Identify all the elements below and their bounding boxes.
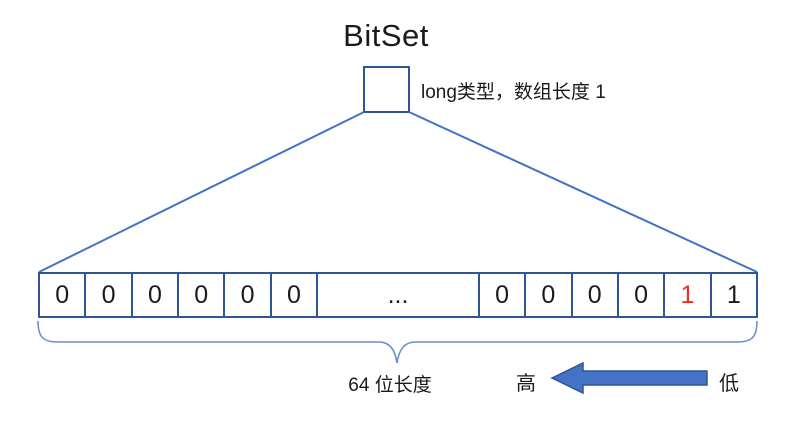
diagram-title: BitSet	[343, 18, 429, 53]
bit-cell: 0	[526, 274, 573, 316]
long-array-box	[363, 66, 410, 113]
bit-cell: 0	[573, 274, 619, 316]
bit-cell: ...	[318, 274, 480, 316]
left-arrow-icon	[550, 361, 708, 395]
expand-line-right	[408, 111, 758, 273]
bit-length-label: 64 位长度	[348, 375, 432, 396]
bit-cell: 0	[133, 274, 180, 316]
expand-line-left	[38, 111, 365, 273]
bit-cell: 0	[40, 274, 87, 316]
bit-cell: 0	[480, 274, 527, 316]
low-order-label: 低	[719, 373, 739, 395]
bit-cell: 0	[225, 274, 272, 316]
bit-cell: 1	[726, 280, 741, 309]
bit-cell: 0	[619, 274, 666, 316]
bit-cell: 0	[272, 274, 319, 316]
high-order-label: 高	[516, 373, 536, 395]
long-array-label: long类型，数组长度 1	[421, 82, 606, 103]
bit-cell: 1	[665, 274, 712, 316]
length-brace	[37, 320, 758, 364]
bit-cell: 0	[86, 274, 133, 316]
bit-cell: 0	[179, 274, 226, 316]
